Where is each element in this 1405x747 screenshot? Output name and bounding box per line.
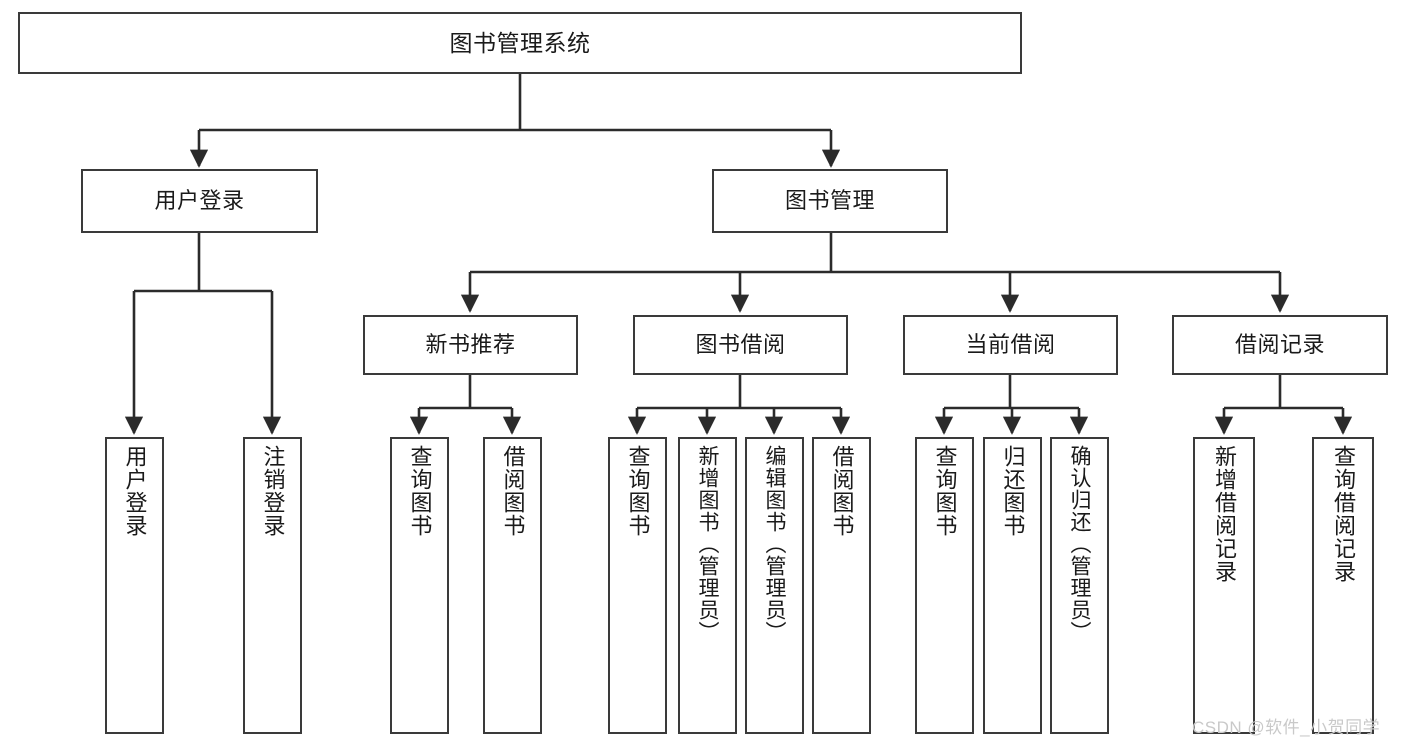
leaf-new-book-query-book[interactable]: 查询图书 [390, 437, 449, 734]
node-label: 图书借阅 [695, 332, 786, 358]
node-label: 编辑图书（管理员） [763, 445, 786, 643]
leaf-user-login-login[interactable]: 用户登录 [105, 437, 164, 734]
node-new-book-recommendation[interactable]: 新书推荐 [363, 315, 578, 375]
leaf-book-borrow-borrow-book[interactable]: 借阅图书 [812, 437, 871, 734]
node-label: 新增图书（管理员） [696, 445, 719, 643]
node-label: 借阅图书 [829, 445, 855, 537]
node-label: 图书管理 [784, 188, 875, 214]
leaf-book-borrow-add-book-admin[interactable]: 新增图书（管理员） [678, 437, 737, 734]
node-label: 查询图书 [625, 445, 651, 537]
leaf-borrow-record-query-record[interactable]: 查询借阅记录 [1312, 437, 1374, 734]
node-book-management[interactable]: 图书管理 [712, 169, 948, 233]
node-label: 新增借阅记录 [1212, 445, 1237, 583]
leaf-current-borrow-return-book[interactable]: 归还图书 [983, 437, 1042, 734]
node-label: 归还图书 [1000, 445, 1026, 537]
node-user-login[interactable]: 用户登录 [81, 169, 318, 233]
node-label: 查询图书 [932, 445, 958, 537]
node-label: 查询借阅记录 [1331, 445, 1356, 583]
node-book-borrowing[interactable]: 图书借阅 [633, 315, 848, 375]
node-label: 确认归还（管理员） [1068, 445, 1091, 643]
leaf-book-borrow-query-book[interactable]: 查询图书 [608, 437, 667, 734]
node-label: 用户登录 [154, 188, 245, 214]
node-label: 注销登录 [260, 445, 286, 537]
leaf-current-borrow-confirm-return-admin[interactable]: 确认归还（管理员） [1050, 437, 1109, 734]
node-borrowing-record[interactable]: 借阅记录 [1172, 315, 1388, 375]
node-root-book-management-system[interactable]: 图书管理系统 [18, 12, 1022, 74]
node-current-borrowing[interactable]: 当前借阅 [903, 315, 1118, 375]
leaf-current-borrow-query-book[interactable]: 查询图书 [915, 437, 974, 734]
node-label: 借阅记录 [1234, 332, 1325, 358]
node-label: 当前借阅 [965, 332, 1056, 358]
node-label: 借阅图书 [500, 445, 526, 537]
leaf-new-book-borrow-book[interactable]: 借阅图书 [483, 437, 542, 734]
node-label: 新书推荐 [425, 332, 516, 358]
node-label: 查询图书 [407, 445, 433, 537]
csdn-watermark: CSDN @软件_小贺同学 [1192, 718, 1381, 737]
leaf-borrow-record-add-record[interactable]: 新增借阅记录 [1193, 437, 1255, 734]
leaf-user-login-logout[interactable]: 注销登录 [243, 437, 302, 734]
node-label: 用户登录 [122, 445, 148, 537]
leaf-book-borrow-edit-book-admin[interactable]: 编辑图书（管理员） [745, 437, 804, 734]
node-label: 图书管理系统 [449, 29, 591, 56]
